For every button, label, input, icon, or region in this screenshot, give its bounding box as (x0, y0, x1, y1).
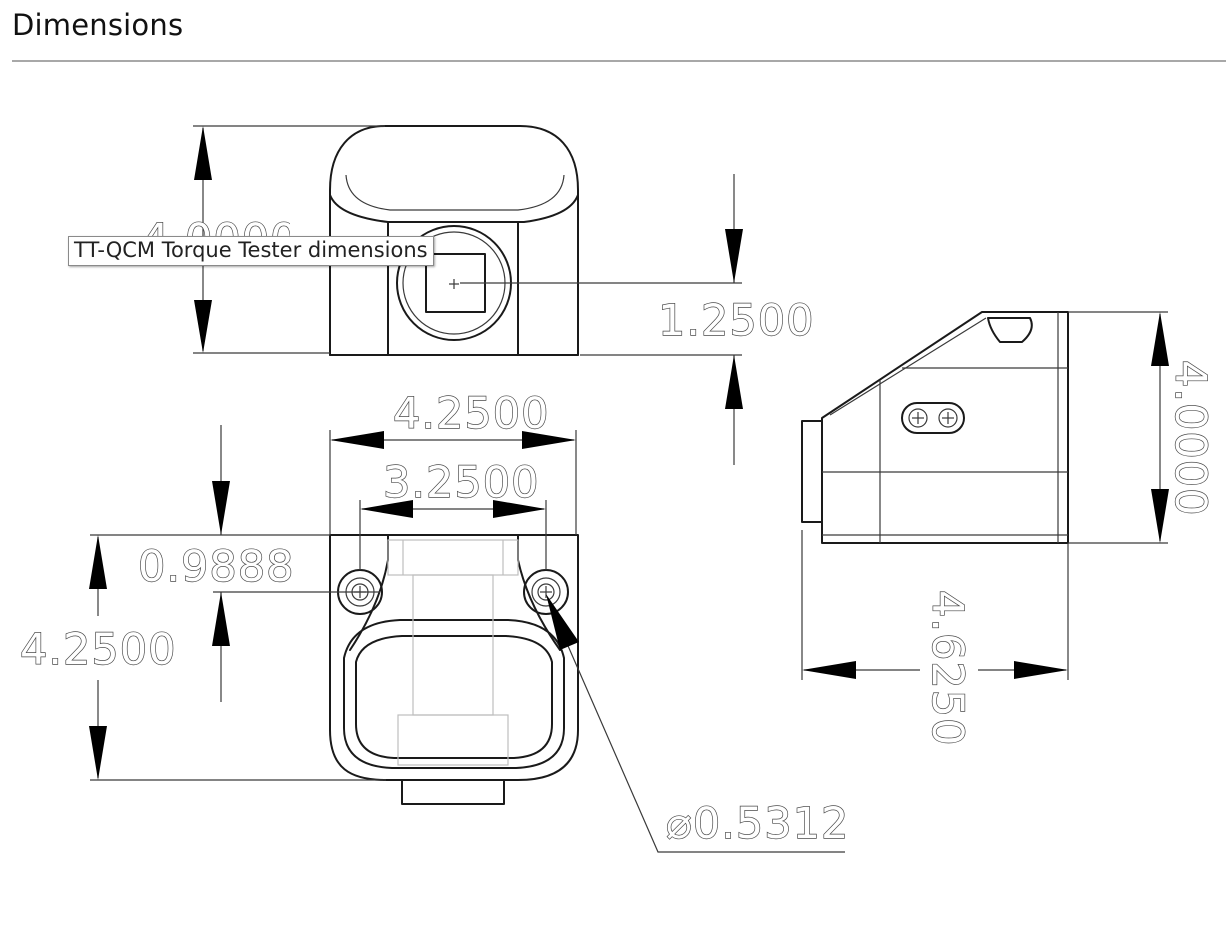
image-tooltip: TT-QCM Torque Tester dimensions (68, 236, 434, 266)
side-length-label: 4.6250 (922, 590, 972, 746)
bottom-depth-dimension: 4.2500 (19, 535, 386, 781)
bottom-hole-offset-dimension: 0.9888 (90, 425, 380, 702)
front-offset-dimension: 1.2500 (580, 174, 814, 465)
front-view (329, 125, 742, 356)
heading-divider (12, 60, 1226, 62)
bottom-view (329, 534, 579, 805)
bottom-depth-label: 4.2500 (20, 625, 176, 675)
bottom-width-label: 4.2500 (393, 389, 549, 439)
front-height-label: 4.0000 (142, 215, 298, 265)
page-title: Dimensions (12, 8, 184, 42)
hole-diameter-label: ⌀0.5312 (666, 799, 849, 849)
front-offset-label: 1.2500 (658, 296, 814, 346)
side-height-label: 4.0000 (1165, 360, 1215, 516)
side-height-dimension: 4.0000 (1068, 311, 1216, 544)
front-height-dimension (193, 125, 385, 354)
bottom-width-dimension: 4.2500 (329, 388, 577, 535)
bottom-hole-spacing-label: 3.2500 (383, 458, 539, 508)
side-length-dimension: 4.6250 (801, 530, 1069, 747)
bottom-hole-offset-label: 0.9888 (138, 542, 294, 592)
hole-diameter-leader: ⌀0.5312 (546, 594, 849, 853)
bottom-hole-spacing-dimension: 3.2500 (359, 457, 547, 570)
side-view (801, 311, 1069, 544)
